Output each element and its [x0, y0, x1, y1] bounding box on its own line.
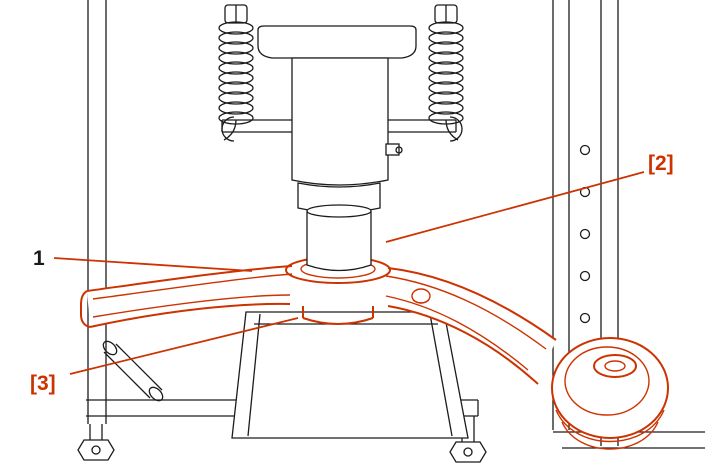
caster-left [77, 424, 115, 461]
eye-details [555, 346, 665, 450]
callout-label-2: [2] [648, 152, 674, 175]
arm-contours [92, 273, 547, 371]
pressed-bushing [302, 306, 374, 325]
spring-hook-left [221, 116, 235, 142]
press-support-block [231, 311, 469, 439]
jack-cylinder [291, 57, 389, 186]
release-valve [385, 143, 403, 156]
callout-label-1: 1 [33, 247, 45, 270]
eye-bore [593, 354, 637, 378]
leader-1 [53, 257, 253, 272]
leader-3 [69, 317, 299, 375]
frame-holes [579, 144, 591, 324]
arm-body [87, 263, 556, 384]
callout-label-3: [3] [30, 372, 56, 395]
frame-brace [102, 340, 164, 402]
control-arm [80, 256, 669, 450]
spring-mounts [224, 4, 458, 24]
callouts: 1 [2] [3] [30, 152, 674, 395]
spring-hook-right [449, 116, 463, 142]
press-adapter [306, 211, 372, 272]
arm-bushing-eye [551, 337, 669, 439]
jack-flange [257, 25, 417, 59]
crossbar [221, 116, 463, 142]
return-spring-right [428, 21, 464, 141]
leader-2 [385, 171, 645, 243]
hydraulic-jack [218, 4, 464, 272]
